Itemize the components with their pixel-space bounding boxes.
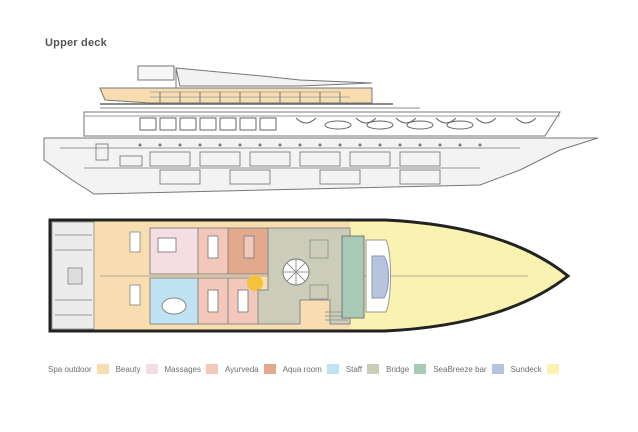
legend-item-massages: Massages <box>165 364 218 374</box>
legend-label: Massages <box>164 364 201 374</box>
ship-side-elevation <box>43 65 599 195</box>
legend-label: Beauty <box>115 364 141 374</box>
legend-label: Sundeck <box>510 364 542 374</box>
legend-swatch <box>145 364 158 374</box>
legend-swatch <box>326 364 339 374</box>
legend-swatch <box>367 364 380 374</box>
room-bridge <box>341 235 365 319</box>
legend-item-sundeck: Sundeck <box>511 364 559 374</box>
legend-item-seabreeze-bar: SeaBreeze bar <box>433 364 504 374</box>
legend-label: Spa outdoor <box>48 364 92 374</box>
ship-plan-view <box>48 218 571 333</box>
page-title: Upper deck <box>45 37 107 49</box>
legend-swatch <box>414 364 427 374</box>
mast-box <box>137 65 175 81</box>
legend-label: Ayurveda <box>224 364 259 374</box>
legend-label: SeaBreeze bar <box>433 364 487 374</box>
legend-item-aqua-room: Aqua room <box>283 364 339 374</box>
legend-item-bridge: Bridge <box>386 364 427 374</box>
seabreeze-bar-counter <box>371 255 389 299</box>
upper-deck-band <box>99 87 373 104</box>
legend-swatch <box>205 364 218 374</box>
ayurveda-bath <box>247 275 263 291</box>
legend-item-spa-outdoor: Spa outdoor <box>48 364 109 374</box>
legend-swatch <box>546 364 559 374</box>
legend-item-staff: Staff <box>345 364 380 374</box>
legend-label: Bridge <box>386 364 410 374</box>
mast-structure <box>175 67 373 87</box>
legend-swatch <box>96 364 109 374</box>
legend-label: Aqua room <box>282 364 322 374</box>
legend-item-beauty: Beauty <box>116 364 158 374</box>
legend-label: Staff <box>345 364 363 374</box>
legend: Spa outdoor Beauty Massages Ayurveda Aqu… <box>48 362 566 376</box>
legend-swatch <box>263 364 276 374</box>
legend-swatch <box>491 364 504 374</box>
legend-item-ayurveda: Ayurveda <box>225 364 276 374</box>
